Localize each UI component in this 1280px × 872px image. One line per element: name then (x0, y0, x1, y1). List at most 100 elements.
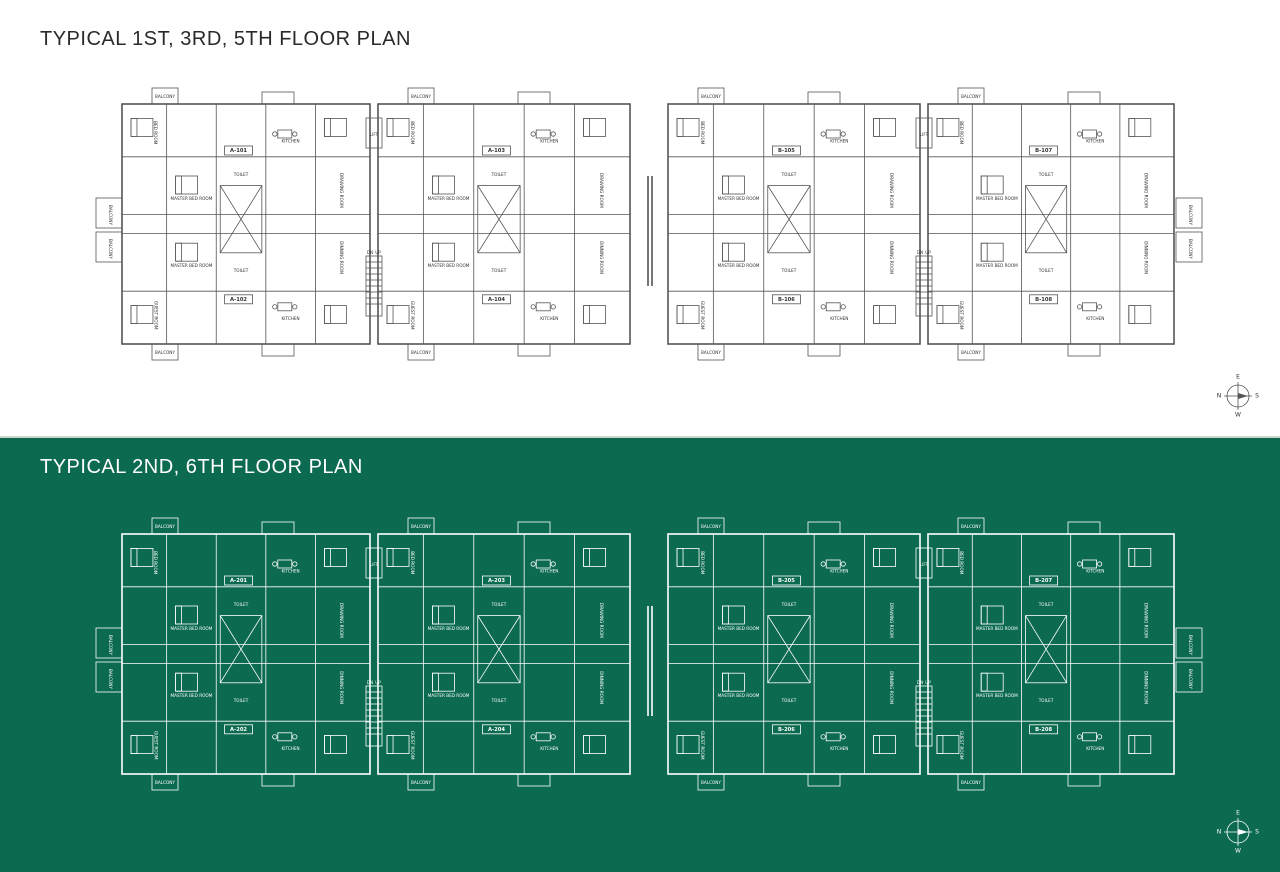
room-label: KITCHEN (540, 568, 558, 573)
room-label: GUEST ROOM (410, 731, 415, 760)
room-label: BED ROOM (959, 551, 964, 575)
room-label: GUEST ROOM (959, 731, 964, 760)
room-label: TOILET (491, 268, 507, 273)
room-label: DRAWING ROOM (1143, 603, 1148, 638)
compass-west-label: W (1235, 412, 1241, 419)
balcony-label: BALCONY (108, 635, 113, 655)
room-label: DRAWING ROOM (1143, 173, 1148, 208)
room-label: MASTER BED ROOM (171, 263, 213, 268)
room-label: KITCHEN (282, 568, 300, 573)
room-label: KITCHEN (1086, 746, 1104, 751)
room-label: MASTER BED ROOM (171, 693, 213, 698)
room-label: DINNING ROOM (889, 241, 894, 274)
stair-up-label: UP (375, 250, 381, 255)
room-label: GUEST ROOM (153, 731, 158, 760)
apartment-block: BALCONY BALCONY MASTER BED ROOM MASTER BED … (667, 87, 921, 361)
room-label: GUEST ROOM (700, 301, 705, 330)
compass-north-label: N (1217, 829, 1222, 836)
room-label: DINNING ROOM (339, 241, 344, 274)
compass-south-label: S (1255, 393, 1259, 400)
room-label: DRAWING ROOM (889, 173, 894, 208)
balcony-label: BALCONY (1188, 635, 1193, 655)
room-label: TOILET (491, 172, 507, 177)
unit-number-label: A-103 (488, 148, 505, 154)
room-label: DRAWING ROOM (599, 173, 604, 208)
room-label: KITCHEN (830, 568, 848, 573)
balcony-label: BALCONY (155, 524, 175, 529)
side-balcony: BALCONY (1175, 627, 1203, 659)
balcony-label: BALCONY (155, 94, 175, 99)
room-label: DRAWING ROOM (339, 173, 344, 208)
room-label: KITCHEN (540, 746, 558, 751)
room-label: MASTER BED ROOM (718, 196, 760, 201)
room-label: DRAWING ROOM (339, 603, 344, 638)
side-balcony: BALCONY (1175, 231, 1203, 263)
room-label: TOILET (1038, 698, 1054, 703)
room-label: KITCHEN (1086, 316, 1104, 321)
room-label: TOILET (233, 268, 249, 273)
room-label: TOILET (781, 268, 797, 273)
room-label: BED ROOM (153, 551, 158, 575)
floor-plan-section-1: TYPICAL 1ST, 3RD, 5TH FLOOR PLAN BALCONY… (40, 28, 1260, 419)
room-label: DINNING ROOM (889, 671, 894, 704)
room-label: BED ROOM (410, 121, 415, 145)
room-label: MASTER BED ROOM (428, 263, 470, 268)
lift-label: LIFT (370, 132, 379, 137)
compass-north-label: N (1217, 393, 1222, 400)
unit-number-label: B-207 (1035, 578, 1052, 584)
unit-number-label: B-105 (778, 148, 795, 154)
room-label: MASTER BED ROOM (171, 626, 213, 631)
unit-number-label: A-203 (488, 578, 505, 584)
balcony-label: BALCONY (411, 94, 431, 99)
room-label: KITCHEN (1086, 138, 1104, 143)
room-label: BED ROOM (700, 121, 705, 145)
room-label: MASTER BED ROOM (718, 263, 760, 268)
balcony-label: BALCONY (961, 524, 981, 529)
stair-dn-label: DN (367, 250, 373, 255)
balcony-label: BALCONY (411, 350, 431, 355)
unit-number-label: B-108 (1035, 297, 1052, 303)
unit-number-label: B-205 (778, 578, 795, 584)
unit-number-label: B-106 (778, 297, 795, 303)
unit-number-label: A-204 (488, 727, 505, 733)
balcony-label: BALCONY (108, 205, 113, 225)
room-label: KITCHEN (540, 316, 558, 321)
room-label: KITCHEN (282, 316, 300, 321)
unit-number-label: A-201 (230, 578, 247, 584)
balcony-label: BALCONY (961, 350, 981, 355)
room-label: TOILET (491, 602, 507, 607)
balcony-label: BALCONY (411, 780, 431, 785)
balcony-label: BALCONY (701, 94, 721, 99)
stair-dn-label: DN (367, 680, 373, 685)
room-label: MASTER BED ROOM (718, 626, 760, 631)
balcony-label: BALCONY (701, 350, 721, 355)
room-label: DRAWING ROOM (599, 603, 604, 638)
room-label: TOILET (1038, 602, 1054, 607)
balcony-label: BALCONY (1188, 669, 1193, 689)
side-balcony: BALCONY (1175, 197, 1203, 229)
room-label: TOILET (491, 698, 507, 703)
room-label: MASTER BED ROOM (976, 626, 1018, 631)
room-label: TOILET (1038, 172, 1054, 177)
room-label: MASTER BED ROOM (976, 196, 1018, 201)
stair-dn-label: DN (917, 680, 923, 685)
room-label: DINNING ROOM (599, 671, 604, 704)
room-label: BED ROOM (959, 121, 964, 145)
balcony-label: BALCONY (961, 94, 981, 99)
stair-up-label: UP (375, 680, 381, 685)
room-label: DINNING ROOM (1143, 671, 1148, 704)
room-label: KITCHEN (282, 138, 300, 143)
room-label: KITCHEN (830, 746, 848, 751)
